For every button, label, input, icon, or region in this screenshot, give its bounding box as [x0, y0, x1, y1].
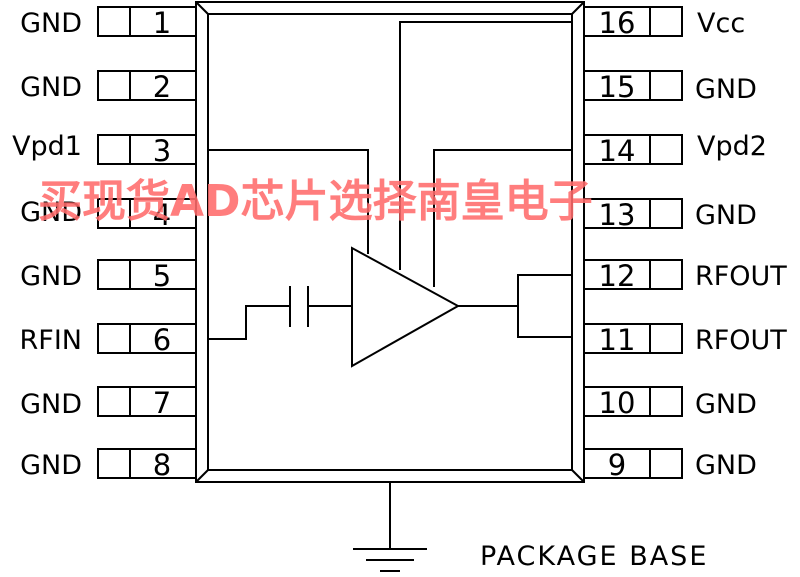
pin-14-box	[583, 134, 683, 165]
left-pin-boxes	[97, 6, 197, 479]
pin-number: 11	[599, 323, 636, 357]
pin-number: 2	[153, 70, 171, 104]
vpd1-trace	[208, 149, 369, 254]
pin-number: 8	[153, 448, 171, 482]
pin-number: 5	[153, 259, 171, 293]
pin-number: 14	[599, 134, 636, 168]
amplifier-symbol	[351, 246, 461, 368]
ground-symbol	[353, 482, 427, 572]
pin-8-box	[97, 448, 197, 479]
pin-1-box	[97, 6, 197, 37]
package-base-label: PACKAGE BASE	[480, 541, 708, 572]
pin-label: RFIN	[20, 325, 82, 356]
pin-label: Vpd2	[697, 131, 767, 162]
package-body	[195, 1, 585, 483]
pin-label: RFOUT	[695, 261, 787, 292]
pin-number: 12	[599, 259, 636, 293]
pin-number: 4	[153, 198, 171, 232]
vcc-trace	[399, 21, 572, 270]
pin-label: RFOUT	[695, 325, 787, 356]
pin-label: Vpd1	[12, 131, 82, 162]
pin-15-box	[583, 70, 683, 101]
pin-label: GND	[695, 389, 757, 420]
pin-4-box	[97, 198, 197, 229]
right-pin-boxes	[583, 6, 683, 479]
pin-7-box	[97, 386, 197, 417]
pin-12-box	[583, 259, 683, 290]
pin-9-box	[583, 448, 683, 479]
pin-number: 7	[153, 386, 171, 420]
pin-label: GND	[695, 200, 757, 231]
pin-label: Vcc	[697, 8, 745, 39]
pin-3-box	[97, 134, 197, 165]
pin-numbers: 1 2 3 4 5 6 7 8 16 15 14 13 12 11 10 9	[153, 6, 636, 482]
pin-number: 3	[153, 134, 171, 168]
pin-label: GND	[695, 74, 757, 105]
pin-label: GND	[20, 197, 82, 228]
pin-label: GND	[695, 450, 757, 481]
pin-13-box	[583, 198, 683, 229]
rfin-trace	[208, 305, 290, 340]
pin-number: 13	[599, 198, 636, 232]
rfout-split	[517, 274, 572, 338]
watermark-text: 买现货AD芯片选择南皇电子	[38, 176, 593, 227]
pin-label: GND	[20, 389, 82, 420]
pin-10-box	[583, 386, 683, 417]
pin-5-box	[97, 259, 197, 290]
pin-labels: GND GND Vpd1 GND GND RFIN GND GND Vcc GN…	[12, 8, 787, 481]
pin-11-box	[583, 323, 683, 354]
pin-number: 10	[599, 386, 636, 420]
pin-label: GND	[20, 261, 82, 292]
pin-label: GND	[20, 8, 82, 39]
vpd2-trace	[433, 149, 572, 287]
pin-2-box	[97, 70, 197, 101]
pin-16-box	[583, 6, 683, 37]
internal-circuit	[208, 21, 572, 368]
pin-6-box	[97, 323, 197, 354]
pin-number: 16	[599, 6, 636, 40]
pin-number: 6	[153, 323, 171, 357]
pin-label: GND	[20, 450, 82, 481]
pin-number: 1	[153, 6, 171, 40]
pin-number: 9	[608, 448, 626, 482]
pin-number: 15	[599, 70, 636, 104]
pin-label: GND	[20, 72, 82, 103]
